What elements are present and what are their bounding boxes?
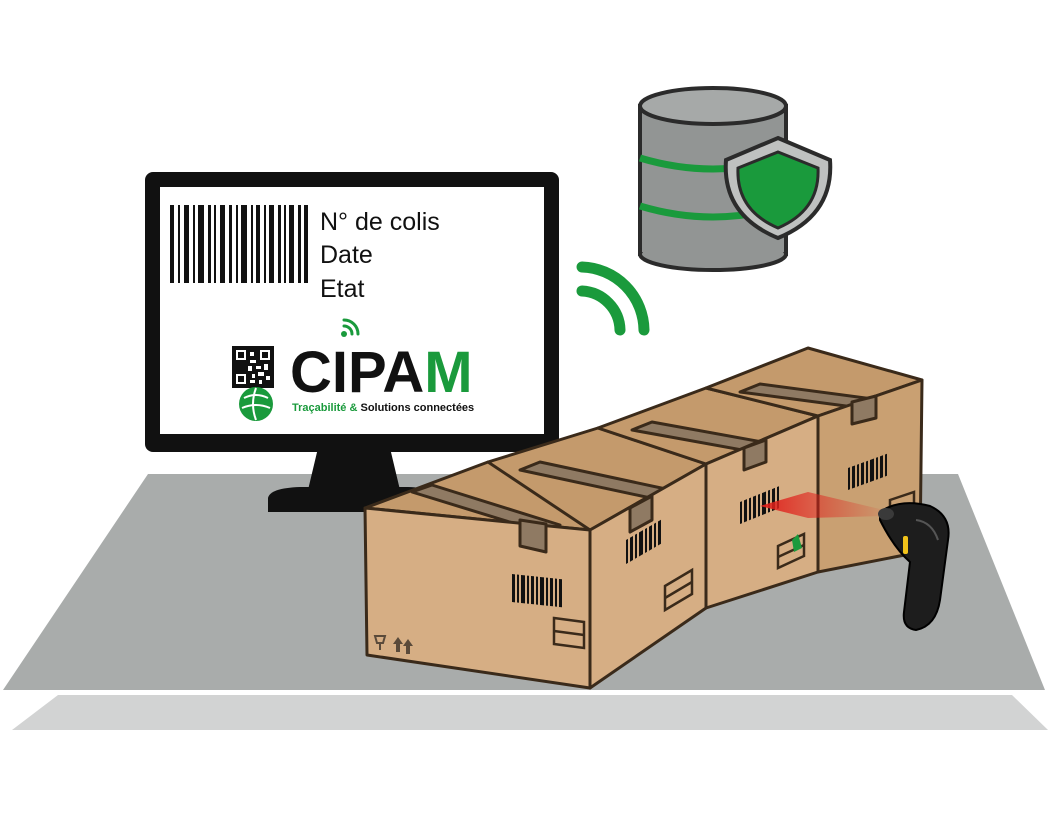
barcode-icon <box>848 453 887 490</box>
fragile-icon <box>373 635 387 650</box>
barcode-icon <box>512 574 562 608</box>
logo-wordmark-accent: M <box>424 340 472 405</box>
qr-code-icon <box>232 346 274 388</box>
package-tape <box>850 394 878 426</box>
floor-shadow <box>12 695 1048 730</box>
package-tape <box>518 518 548 554</box>
logo-tagline-accent: Traçabilité & <box>292 402 357 414</box>
screen-line-package-number: N° de colis <box>320 208 440 236</box>
package-barcodes <box>512 453 887 608</box>
scan-beam <box>760 492 884 518</box>
wifi-signal-icon <box>341 318 360 337</box>
barcode-icon <box>740 486 779 524</box>
barcode-icon <box>626 519 661 564</box>
package-tape <box>742 438 768 472</box>
logo-wordmark: CIPAM <box>290 340 473 405</box>
logo-wordmark-prefix: CIPA <box>290 340 424 405</box>
monitor-stand-neck <box>308 448 400 490</box>
monitor: N° de colis Date Etat <box>145 172 559 512</box>
package-tape <box>628 494 654 534</box>
wifi-waves-icon <box>576 261 650 336</box>
logo-tagline-rest: Solutions connectées <box>357 402 474 414</box>
scan-dot <box>792 534 802 552</box>
screen-line-date: Date <box>320 241 373 269</box>
globe-hand-icon <box>239 387 273 421</box>
cipam-logo: CIPAM Traçabilité & Solutions connectées <box>232 318 474 421</box>
screen-line-status: Etat <box>320 275 365 303</box>
barcode-scanner-icon <box>878 502 950 632</box>
package-labels <box>552 490 916 650</box>
this-way-up-icon <box>393 637 413 654</box>
barcode-icon <box>170 205 308 283</box>
logo-tagline: Traçabilité & Solutions connectées <box>292 402 474 414</box>
shield-icon <box>723 135 833 241</box>
